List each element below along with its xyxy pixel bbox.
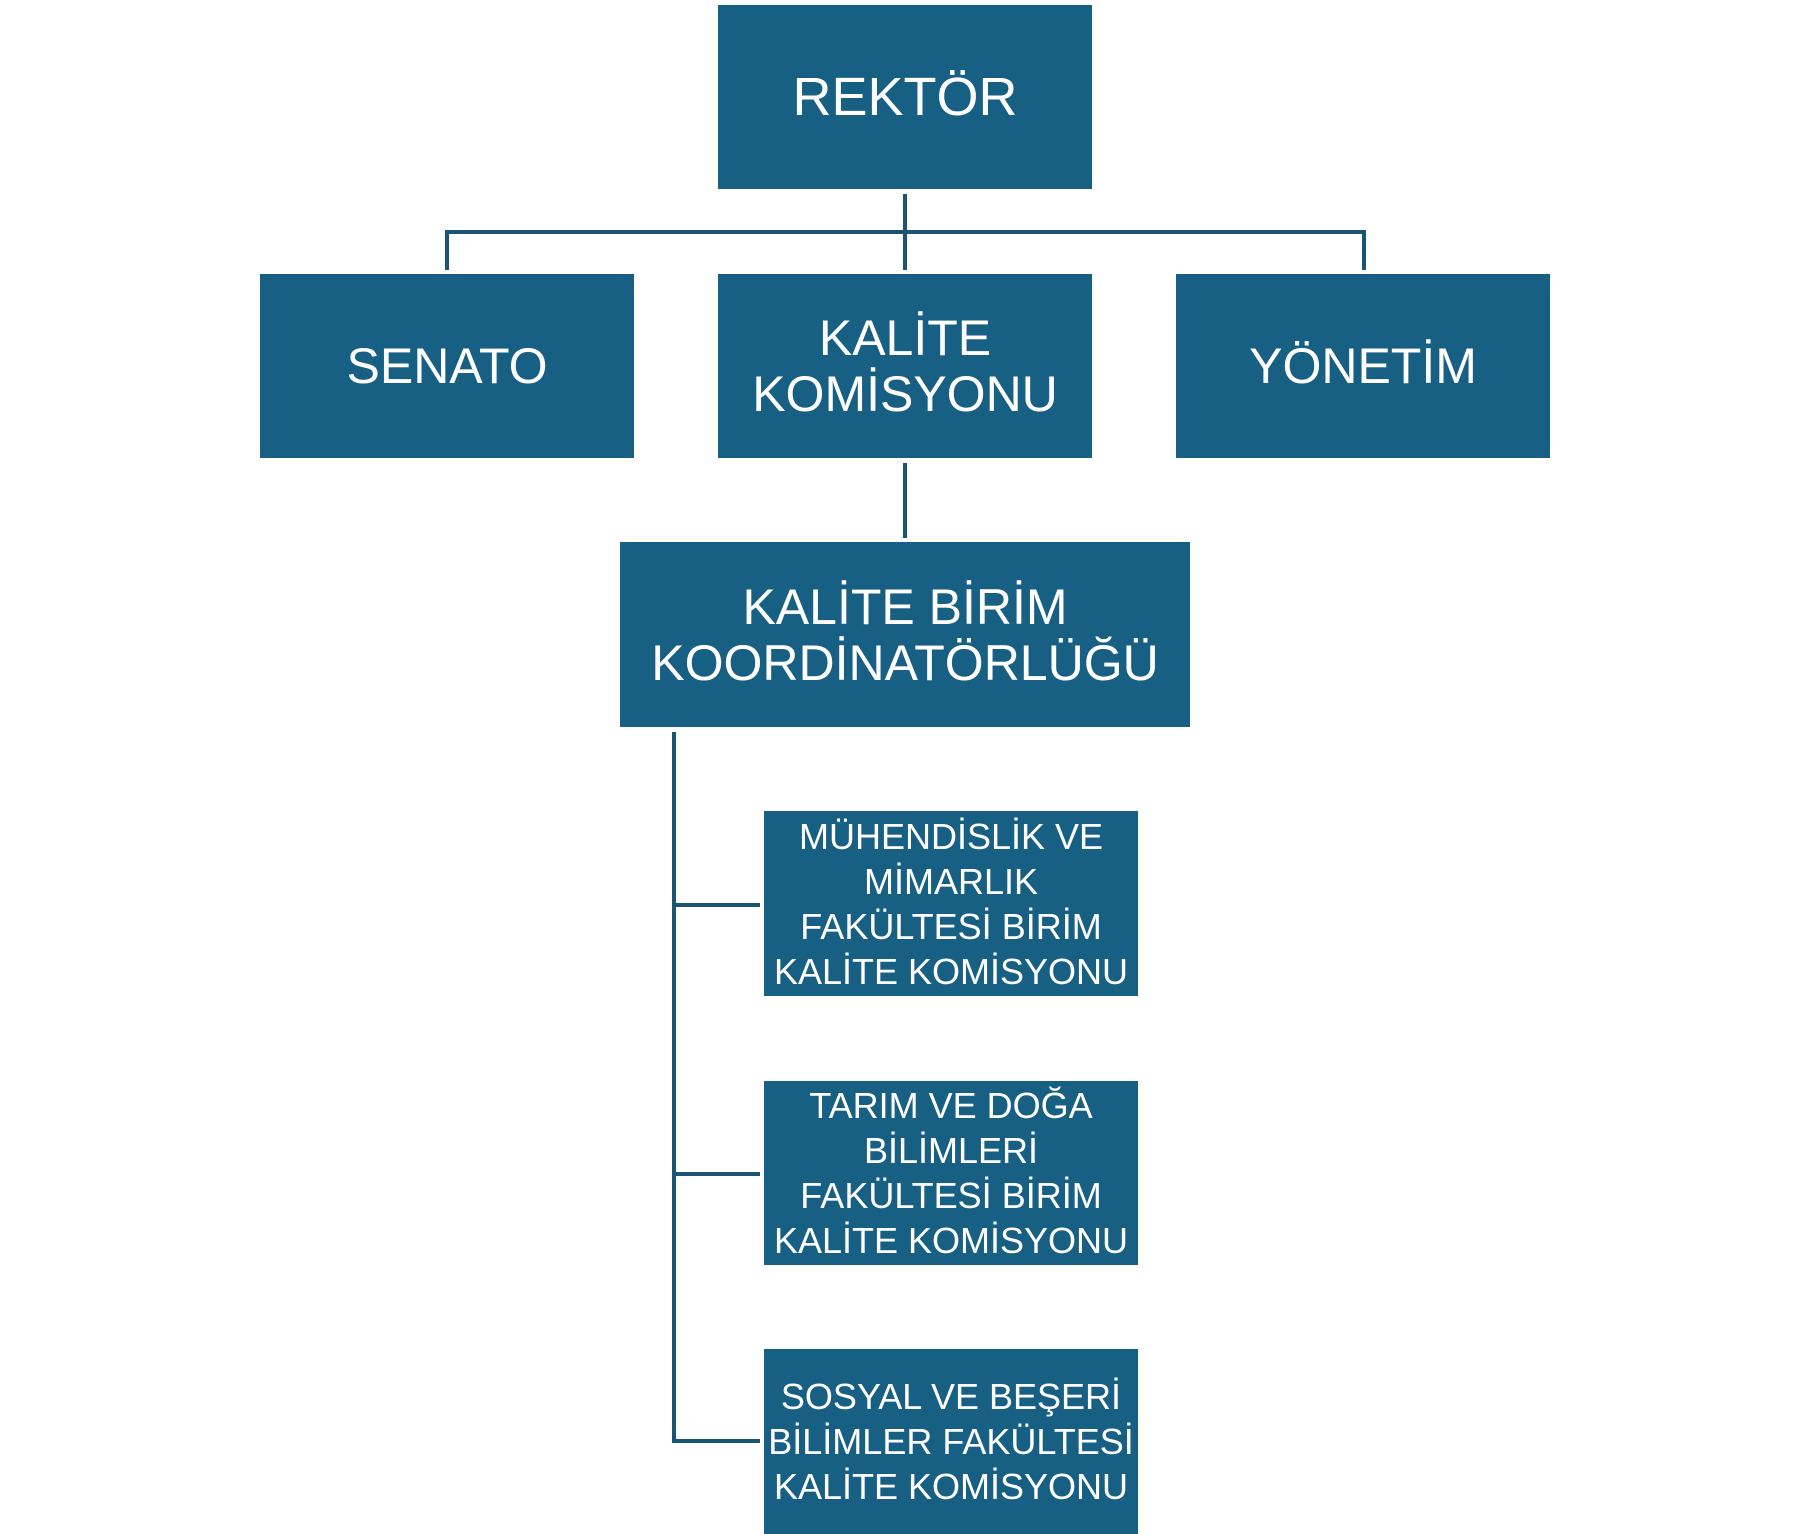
connector-branch-sosyal [672, 1439, 760, 1443]
node-label: KALİTE BİRİM KOORDİNATÖRLÜĞÜ [651, 578, 1159, 691]
connector-yonetim-drop [1362, 230, 1366, 270]
node-label: REKTÖR [792, 66, 1018, 127]
connector-komisyon-to-kbk [903, 463, 907, 538]
node-label: YÖNETİM [1249, 338, 1477, 394]
node-label: KALİTE KOMİSYONU [752, 310, 1058, 422]
node-senato: SENATO [260, 274, 634, 458]
node-sosyal-beseri: SOSYAL VE BEŞERİ BİLİMLER FAKÜLTESİ KALİ… [764, 1349, 1138, 1534]
node-kalite-birim-koordinatorlugu: KALİTE BİRİM KOORDİNATÖRLÜĞÜ [620, 542, 1190, 727]
node-kalite-komisyonu: KALİTE KOMİSYONU [718, 274, 1092, 458]
connector-branch-tarim [672, 1172, 760, 1176]
node-label: SOSYAL VE BEŞERİ BİLİMLER FAKÜLTESİ KALİ… [768, 1376, 1134, 1507]
node-yonetim: YÖNETİM [1176, 274, 1550, 458]
node-label: TARIM VE DOĞA BİLİMLERİ FAKÜLTESİ BİRİM … [773, 1085, 1129, 1261]
connector-level2-horizontal [445, 230, 1366, 234]
node-label: MÜHENDİSLİK VE MİMARLIK FAKÜLTESİ BİRİM … [773, 815, 1129, 992]
node-rektor: REKTÖR [718, 5, 1092, 189]
node-tarim-doga: TARIM VE DOĞA BİLİMLERİ FAKÜLTESİ BİRİM … [764, 1081, 1138, 1265]
connector-branch-muhendislik [672, 903, 760, 907]
node-muhendislik-mimarlik: MÜHENDİSLİK VE MİMARLIK FAKÜLTESİ BİRİM … [764, 811, 1138, 996]
node-label: SENATO [346, 338, 548, 394]
connector-senato-drop [445, 230, 449, 270]
connector-kbk-trunk [672, 732, 676, 1443]
